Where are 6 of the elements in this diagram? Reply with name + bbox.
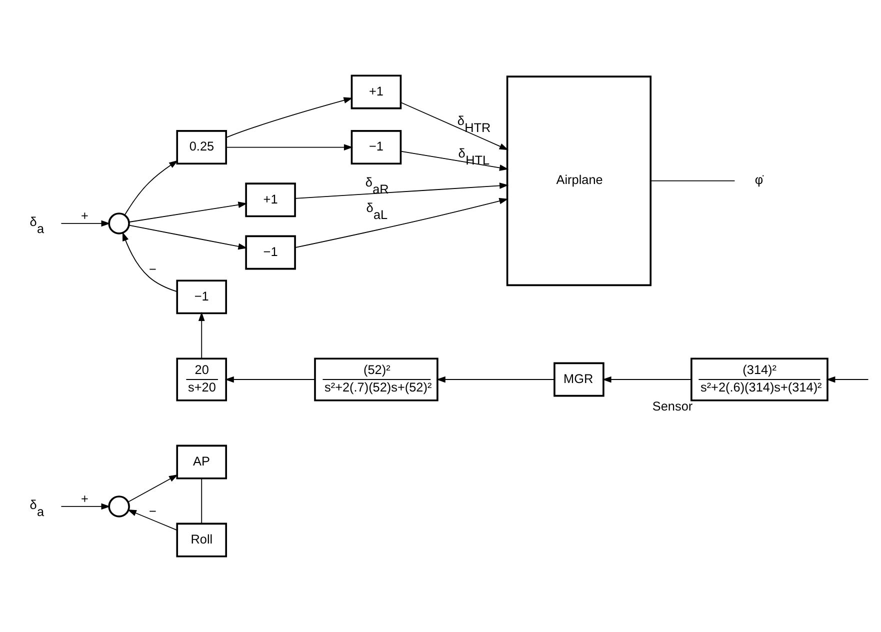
node-text: φ̇: [754, 173, 764, 188]
edge-label: −: [149, 504, 156, 519]
edge-label: −: [149, 262, 156, 277]
node-label: Sensor: [652, 400, 693, 414]
edge-label: +: [80, 209, 88, 224]
edge-label: +: [80, 492, 88, 506]
